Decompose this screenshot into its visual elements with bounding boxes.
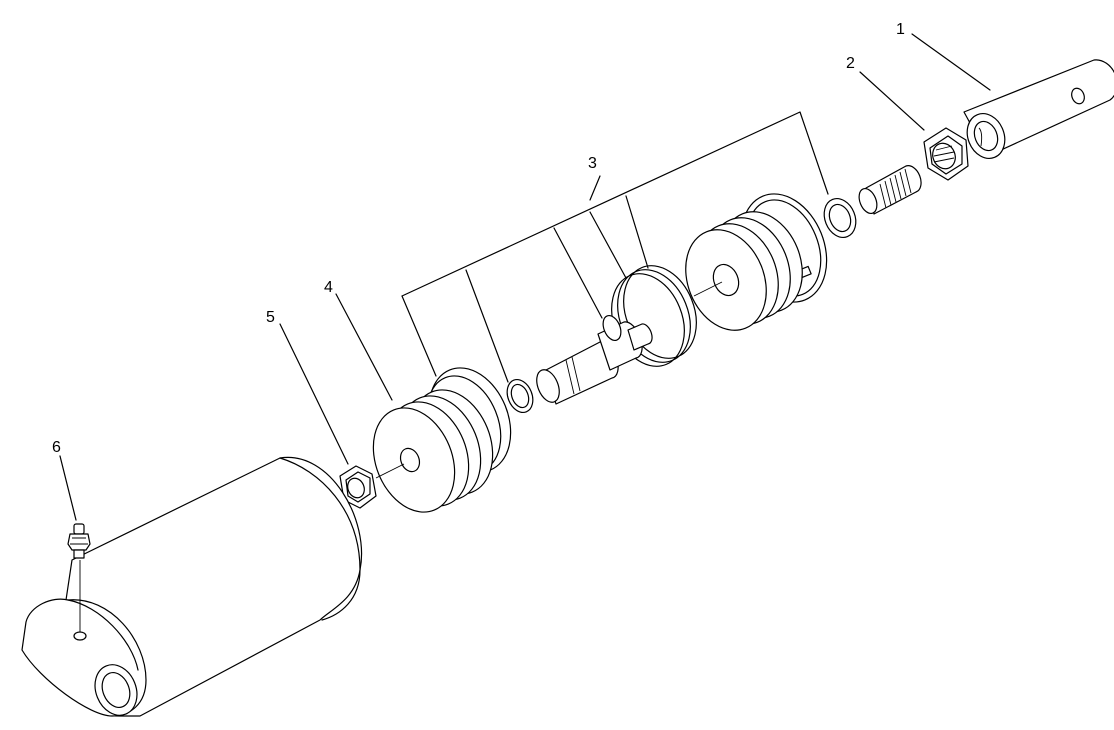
part-4-left-piston — [372, 367, 512, 513]
assembly-axis-2 — [693, 281, 723, 297]
leader-4 — [335, 293, 393, 401]
right-seal-assembly — [685, 193, 828, 331]
part-1-pin — [963, 59, 1114, 159]
callout-3-label: 3 — [588, 155, 597, 172]
threaded-stud — [858, 165, 922, 215]
leader-6 — [59, 455, 77, 521]
o-ring-left — [506, 379, 534, 413]
leader-2 — [859, 71, 925, 131]
cylinder-body — [21, 456, 362, 717]
callout-5-label: 5 — [266, 309, 275, 326]
part-2-hex-nut — [923, 127, 969, 181]
callout-1-label: 1 — [896, 21, 905, 38]
o-ring-right — [823, 198, 857, 238]
callout-6-label: 6 — [52, 439, 61, 456]
leader-5 — [279, 323, 349, 465]
callout-4-label: 4 — [324, 279, 333, 296]
callout-2-label: 2 — [846, 55, 855, 72]
callout-3-bracket — [401, 111, 829, 383]
assembly-axis — [375, 463, 405, 479]
leader-1 — [911, 33, 991, 91]
part-6-grease-fitting — [67, 523, 91, 559]
spool-valve — [536, 314, 653, 405]
